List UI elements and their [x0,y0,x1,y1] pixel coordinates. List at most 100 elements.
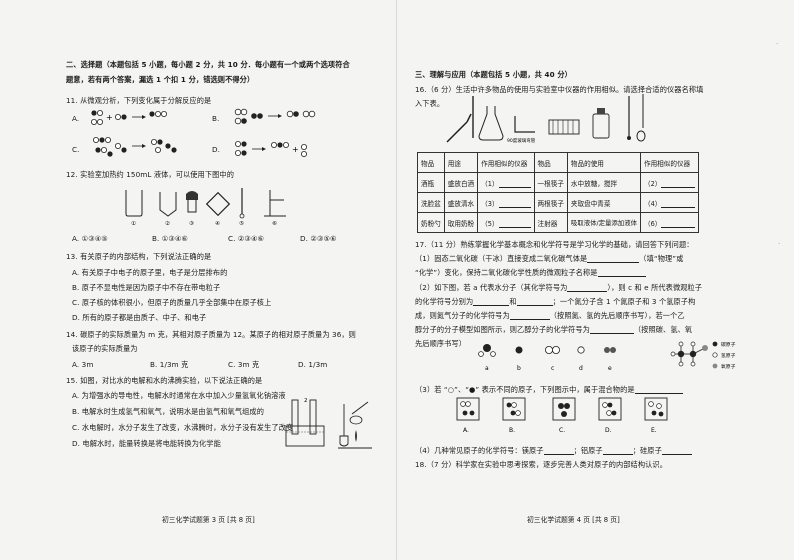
q13-option-b: B. 原子不显电性是因为原子中不存在带电粒子 [72,283,221,292]
table-cell: 注射器 [533,212,568,233]
answer-blank[interactable] [634,386,683,394]
table-row: 奶粉勺 取用奶粉 （5） 注射器 吸取液体/定量添加液体 （6） [417,212,700,233]
table-cell: 酒瓶 [417,172,445,193]
q17-part-2-line4: 醇分子的分子模型如图所示，则乙醇分子的化学符号为（按照碳、氢、氧 [415,325,692,334]
answer-blank-5[interactable]: （5） [477,212,535,233]
table-cell: 一根筷子 [533,172,568,193]
q12-figure-label-3: ③ [189,221,194,226]
q14-option-d: D. 1/3m [298,360,328,369]
blank-line [498,200,531,208]
legend-oxygen: 氧原子 [721,363,736,370]
q17-part-1: （1）固态二氧化碳（干冰）直接变成二氧化碳气体是（填“物理”或 [415,254,683,263]
answer-blank[interactable] [661,447,692,455]
q17-2-text-b: ），则 c 和 e 所代表微观粒子 [607,283,703,292]
q15-option-d: D. 电解水时，能量转换是将电能转换为化学能 [72,439,221,448]
q16-table: 物品 用途 作用相似的仪器 物品 物品的使用 作用相似的仪器 酒瓶 盛放白酒 （… [417,152,700,233]
fig17-label-a: a [485,365,489,372]
q17-part-4: （4）几种常见原子的化学符号：镁原子；铝原子；硅原子 [415,446,692,455]
answer-blank[interactable] [516,298,553,306]
blank-number: （3） [481,199,499,208]
page-4: 三、理解与应用（本题包括 5 小题，共 40 分） 16.（6 分）生活中许多物… [397,0,794,560]
fig17-label-d: d [579,365,583,372]
answer-blank[interactable] [567,284,608,292]
answer-blank[interactable] [602,447,633,455]
answer-blank[interactable] [543,447,574,455]
q14-option-a: A. 3m [72,360,94,369]
answer-blank-2[interactable]: （2） [639,172,700,193]
table-header-cell: 作用相似的仪器 [639,152,700,173]
q11-option-b: B. [212,114,220,123]
q13-option-d: D. 所有的原子都是由质子、中子、和电子 [72,313,207,322]
table-cell: 取用奶粉 [443,212,479,233]
q17-4-text-b: ；铝原子 [573,446,603,455]
q17-molecule-models-figure: a b c d e 碳原子 氢原子 氧原子 [478,341,736,372]
blank-number: （1） [481,179,499,188]
answer-blank-1[interactable]: （1） [477,172,535,193]
answer-blank[interactable] [597,269,646,277]
table-header-cell: 物品 [533,152,568,173]
blank-line [498,180,531,188]
q11d-molecule-figure: + [235,141,308,157]
q14-option-c: C. 3m 克 [228,360,260,369]
q17-2-text-h: 醇分子的分子模型如图所示，则乙醇分子的化学符号为 [415,325,590,334]
q17-3-label-c: C. [559,427,565,434]
q15-option-a: A. 为增强水的导电性，电解水时通常在水中加入少量氢氧化钠溶液 [72,391,286,400]
table-row: 酒瓶 盛放白酒 （1） 一根筷子 水中放糖，搅拌 （2） [417,172,700,193]
q17-2-text: （2）如下图，若 a 代表水分子（其化学符号为 [415,283,568,292]
blank-line [661,200,696,208]
q17-2-text-c: 的化学符号分别为 [415,297,474,306]
answer-blank[interactable] [587,255,640,263]
fig17-label-b: b [517,365,521,372]
q16-instruments-figure: 90度玻璃弯管 [446,94,646,144]
q17-part-2-line5: 先后顺序书写） [415,339,467,348]
table-row: 物品 用途 作用相似的仪器 物品 物品的使用 作用相似的仪器 [417,152,700,173]
answer-blank[interactable] [509,312,550,320]
q11-option-a: A. [72,114,80,123]
q17-1-text: （1）固态二氧化碳（干冰）直接变成二氧化碳气体是 [415,254,588,263]
q11c-molecule-figure [93,137,177,157]
question-13: 13. 有关原子的内部结构，下列说法正确的是 [66,252,212,261]
q17-part-2: （2）如下图，若 a 代表水分子（其化学符号为 ），则 c 和 e 所代表微观粒子 [415,283,702,292]
table-cell: 盛放清水 [443,192,479,213]
table-header-cell: 用途 [443,152,479,173]
q17-3-label-d: D. [605,427,612,434]
blank-line [498,220,531,228]
answer-blank-4[interactable]: （4） [639,192,700,213]
answer-blank-6[interactable]: （6） [639,212,700,233]
q17-3-label-e: E. [651,427,657,434]
section-2-title: 二、选择题（本题包括 5 小题，每小题 2 分，共 10 分．每小题有一个或两个… [66,60,350,69]
svg-text:2: 2 [304,398,308,404]
question-14-cont: 该原子的实际质量为 [72,344,138,353]
blank-number: （2） [643,179,662,188]
q12-apparatus-figure: ① ② ③ ④ ⑤ ⑥ [125,188,286,226]
table-cell: 洗脸盆 [417,192,445,213]
table-cell: 奶粉勺 [417,212,445,233]
q16-glass-tube-label: 90度玻璃弯管 [507,137,536,144]
q17-part-1-cont: “化学”）变化，保持二氧化碳化学性质的微观粒子名称是 [415,268,646,277]
q17-3-label-a: A. [463,427,469,434]
answer-blank[interactable] [589,326,634,334]
svg-text:+: + [106,113,113,122]
q12-figure-label-1: ① [131,221,136,226]
q15-option-c: C. 水电解时，水分子发生了改变，水沸腾时，水分子没有发生了改变 [72,423,294,432]
page-4-footer: 初三化学试题第 4 页 [共 8 页] [527,516,620,524]
question-16: 16.（6 分）生活中许多物品的使用与实验室中仪器的作用相似。请选择合适的仪器名… [415,85,704,94]
q14-option-b: B. 1/3m 克 [150,360,189,369]
blank-number: （6） [643,219,662,228]
q13-option-c: C. 原子核的体积很小，但原子的质量几乎全部集中在原子核上 [72,298,272,307]
q17-2-text-e: ；一个氮分子含 1 个氮原子和 3 个氢原子构 [552,297,696,306]
q15-electrolysis-boiling-figure: 2 [285,398,372,449]
binding-mark: · [778,240,781,248]
answer-blank[interactable] [473,298,510,306]
section-2-title-cont: 题意，若有两个答案，漏选 1 个扣 1 分，错选则不得分） [66,75,255,84]
q17-part-3: （3）若 “○”、“●” 表示不同的原子，下列图示中，属于混合物的是 [415,385,683,394]
blank-number: （5） [481,219,499,228]
question-15: 15. 如图，对比水的电解和水的沸腾实验，以下说法正确的是 [66,376,263,385]
table-row: 洗脸盆 盛放清水 （3） 两根筷子 夹取盘中青菜 （4） [417,192,700,213]
table-cell: 夹取盘中青菜 [566,192,641,213]
answer-blank-3[interactable]: （3） [477,192,535,213]
fig17-label-c: c [551,365,554,372]
question-18: 18.（7 分）科学家在实验中思考探索，逐步完善人类对原子的内部结构认识。 [415,460,667,469]
page-3-footer: 初三化学试题第 3 页 [共 8 页] [162,516,255,524]
